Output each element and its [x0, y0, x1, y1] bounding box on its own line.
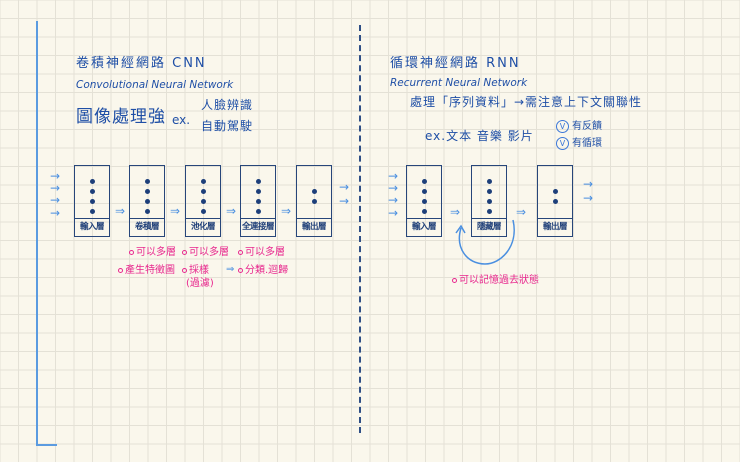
output-arrow-icon: → [583, 177, 594, 191]
layer-arrow-icon: ⇒ [450, 205, 461, 219]
layer-label: 全連接層 [241, 218, 275, 236]
layer-label: 池化層 [186, 218, 220, 236]
conv-note-featuremap: 產生特徵圖 [118, 266, 175, 276]
rnn-examples: ex.文本 音樂 影片 [425, 129, 534, 143]
input-arrow-icon: → [50, 181, 61, 195]
output-arrow-icon: → [339, 194, 350, 208]
check-circle-icon: V [556, 119, 569, 133]
layer-label: 輸入層 [407, 218, 441, 236]
conv-note-multi: 可以多層 [129, 248, 176, 258]
cnn-subtitle: Convolutional Neural Network [76, 79, 234, 91]
layer-label: 輸入層 [75, 218, 109, 236]
page-divider [359, 25, 361, 433]
rnn-input-layer: 輸入層 [406, 165, 442, 237]
cnn-ex-label: ex. [172, 113, 191, 127]
input-arrow-icon: → [388, 181, 399, 195]
cnn-strength: 圖像處理強 [76, 107, 166, 127]
layer-arrow-icon: ⇒ [281, 204, 292, 218]
pool-note-sampling: 採樣 [182, 266, 209, 276]
cnn-example-face: 人臉辨識 [201, 98, 254, 112]
fc-note-multi: 可以多層 [238, 248, 285, 258]
cnn-example-driving: 自動駕駛 [201, 119, 254, 133]
rnn-hidden-layer: 隱藏層 [471, 165, 507, 237]
input-arrow-icon: → [50, 206, 61, 220]
layer-label: 輸出層 [538, 218, 572, 236]
output-arrow-icon: → [583, 191, 594, 205]
cnn-title: 卷積神經網路 CNN [76, 56, 207, 71]
output-arrow-icon: → [339, 180, 350, 194]
cnn-pool-layer: 池化層 [185, 165, 221, 237]
pool-note-filter: (過濾) [186, 278, 214, 289]
fc-note-classify: 分類.迴歸 [238, 266, 288, 276]
recurrent-loop-icon [455, 219, 515, 265]
layer-arrow-icon: ⇒ [115, 204, 126, 218]
pool-note-multi: 可以多層 [182, 248, 229, 258]
cnn-input-layer: 輸入層 [74, 165, 110, 237]
notebook-margin-foot [36, 444, 57, 446]
note-arrow-icon: ⇒ [226, 264, 235, 275]
input-arrow-icon: → [388, 193, 399, 207]
rnn-output-layer: 輸出層 [537, 165, 573, 237]
layer-label: 卷積層 [130, 218, 164, 236]
layer-label: 隱藏層 [472, 218, 506, 236]
layer-arrow-icon: ⇒ [170, 204, 181, 218]
rnn-description: 處理「序列資料」→需注意上下文關聯性 [410, 95, 643, 109]
hidden-note-memory: 可以記憶過去狀態 [452, 276, 539, 286]
layer-arrow-icon: ⇒ [226, 204, 237, 218]
input-arrow-icon: → [388, 169, 399, 183]
cnn-conv-layer: 卷積層 [129, 165, 165, 237]
cnn-output-layer: 輸出層 [296, 165, 332, 237]
layer-label: 輸出層 [297, 218, 331, 236]
input-arrow-icon: → [50, 169, 61, 183]
input-arrow-icon: → [388, 206, 399, 220]
rnn-title: 循環神經網路 RNN [390, 56, 521, 71]
input-arrow-icon: → [50, 193, 61, 207]
layer-arrow-icon: ⇒ [516, 205, 527, 219]
notebook-margin-line [36, 21, 38, 446]
rnn-subtitle: Recurrent Neural Network [390, 77, 528, 89]
cnn-fc-layer: 全連接層 [240, 165, 276, 237]
check-circle-icon: V [556, 136, 569, 150]
